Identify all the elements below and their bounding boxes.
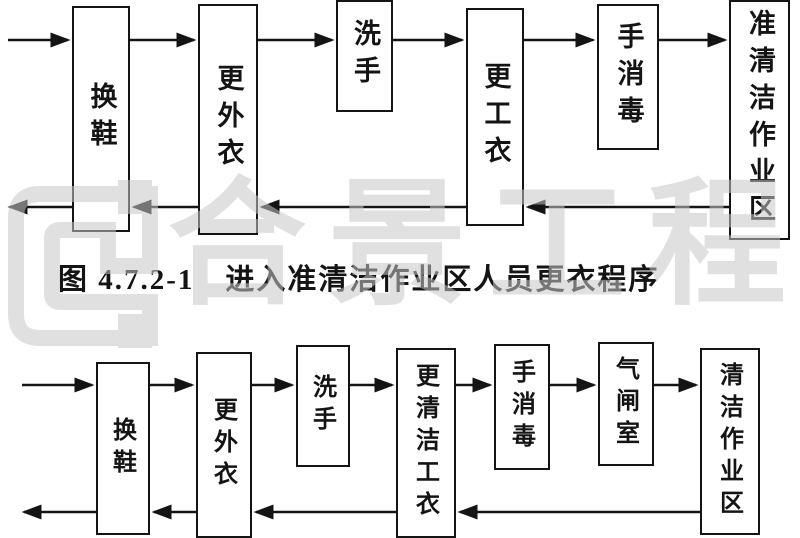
box-label: 手消毒 [507,359,536,455]
box-label: 准清洁作业区 [744,9,775,231]
bottom-box-air-lock-room: 气闸室 [598,342,654,466]
box-label: 气闸室 [611,356,640,452]
bottom-box-change-outer-clothes: 更外衣 [196,352,252,538]
top-box-change-shoes: 换鞋 [72,6,130,232]
bottom-box-clean-work-area: 清洁作业区 [700,348,760,535]
box-label: 换鞋 [85,82,117,156]
top-box-change-work-clothes: 更工衣 [466,8,524,226]
top-box-change-outer-clothes: 更外衣 [198,4,258,235]
top-box-quasi-clean-work-area: 准清洁作业区 [729,0,790,240]
bottom-box-wash-hands: 洗手 [296,345,350,467]
box-label: 更外衣 [209,397,238,493]
box-label: 手消毒 [612,21,644,133]
box-label: 换鞋 [108,416,137,481]
box-label: 更外衣 [212,64,244,175]
box-label: 洗手 [349,19,380,93]
box-label: 清洁作业区 [715,361,744,522]
box-label: 更清洁工衣 [411,363,440,523]
bottom-box-change-shoes: 换鞋 [96,362,150,535]
box-label: 更工衣 [479,61,511,173]
box-label: 洗手 [308,374,337,438]
figure-caption: 图 4.7.2-1 进入准清洁作业区人员更衣程序 [58,264,660,296]
top-box-hand-disinfection: 手消毒 [597,4,659,150]
bottom-box-change-clean-work-clothes: 更清洁工衣 [396,348,456,538]
top-box-wash-hands: 洗手 [336,0,393,112]
bottom-box-hand-disinfection: 手消毒 [494,344,550,470]
